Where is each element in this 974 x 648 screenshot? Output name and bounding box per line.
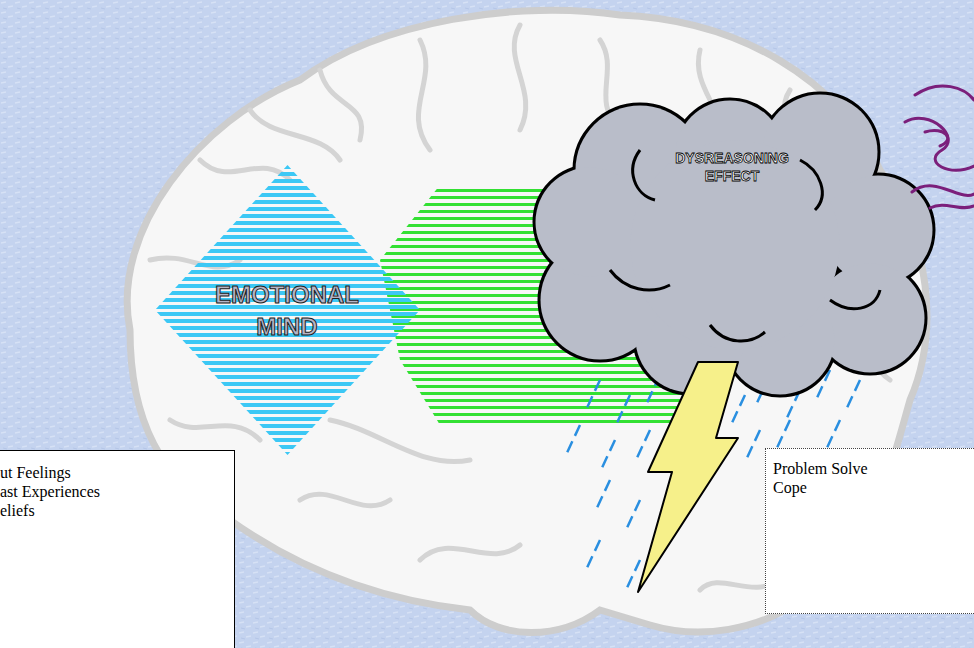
cloud-shape (530, 100, 935, 395)
list-item: Problem Solve (773, 459, 973, 478)
lightning-bolt (638, 362, 738, 592)
emotion-diamond: EMOTIONAL MIND (155, 165, 420, 455)
storm-cloud: DYSREASONING EFFECT (530, 100, 935, 395)
diamond-label: EMOTIONAL MIND (207, 279, 367, 344)
cloud-fill (536, 168, 645, 277)
text-holder: Problem SolveCope (773, 459, 973, 497)
text-holder: ut Feelingsast Experienceseliefs (0, 463, 230, 520)
cloud-outline (535, 167, 645, 277)
cloud-outline (630, 140, 840, 350)
text-holder: EMOTIONAL MIND (207, 279, 367, 344)
text-box: Problem SolveCope (765, 448, 974, 614)
cloud-curl (633, 150, 655, 200)
cloud-label: DYSREASONING EFFECT (667, 150, 797, 185)
cloud-curl (610, 270, 670, 290)
list-item: ast Experiences (0, 482, 230, 501)
list-item: Cope (773, 478, 973, 497)
cloud-curl (710, 325, 765, 341)
stripe-diamond (155, 165, 420, 455)
purple-squiggle (905, 86, 974, 208)
cloud-curl (800, 160, 822, 210)
text-holder: DYSREASONING EFFECT (667, 150, 797, 185)
list-item: ut Feelings (0, 463, 230, 482)
cloud-fill (631, 141, 840, 350)
cloud-curl (830, 290, 880, 309)
stripe-diamond (155, 165, 420, 455)
text-box: ut Feelingsast Experienceseliefs (0, 450, 235, 648)
list-item: eliefs (0, 501, 230, 520)
